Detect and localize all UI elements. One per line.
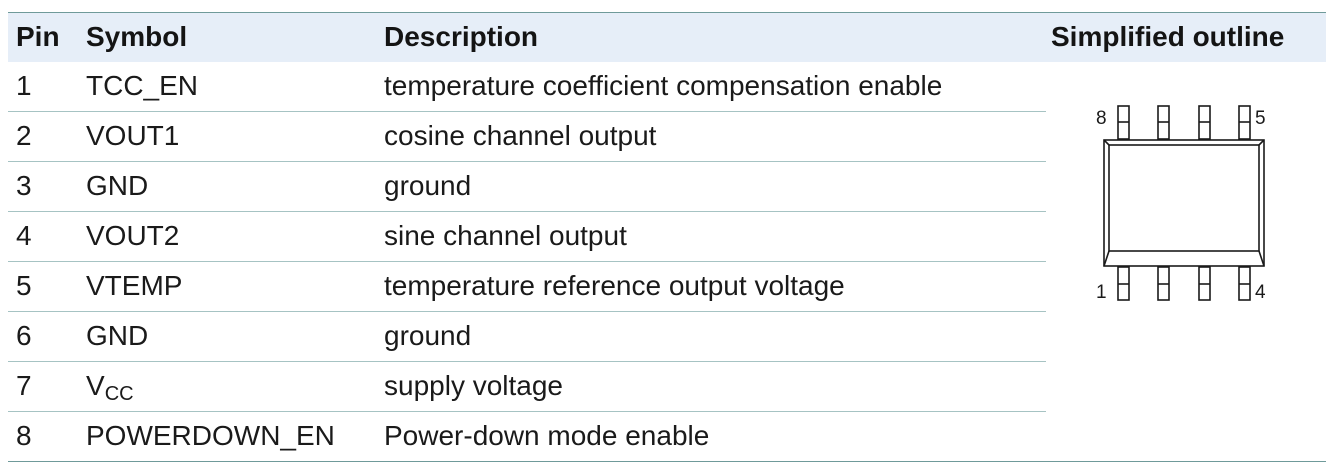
row-divider (8, 111, 1046, 112)
pin-description: temperature reference output voltage (384, 270, 845, 301)
pin-description: sine channel output (384, 220, 627, 251)
bottom-rule (8, 461, 1326, 462)
top-rule (8, 12, 1326, 13)
pin-number: 7 (16, 370, 32, 401)
pin-symbol: VCC (86, 369, 134, 405)
table-row: 2 VOUT1 cosine channel output (8, 112, 1046, 162)
pin-description: Power-down mode enable (384, 420, 710, 451)
pin-number: 6 (16, 320, 32, 351)
pin-symbol: POWERDOWN_EN (86, 420, 335, 451)
header-symbol: Symbol (86, 21, 188, 52)
row-divider (8, 361, 1046, 362)
pin-symbol: TCC_EN (86, 70, 199, 101)
symbol-base: V (86, 370, 105, 401)
symbol-subscript: CC (104, 383, 134, 405)
table-row: 8 POWERDOWN_EN Power-down mode enable (8, 412, 1046, 462)
pin-label-top-right: 5 (1255, 108, 1266, 129)
pin-number: 5 (16, 270, 32, 301)
package-outline-diagram: 8 5 1 4 (1096, 105, 1266, 303)
table-row: 6 GND ground (8, 312, 1046, 362)
pin-symbol: VOUT2 (86, 220, 180, 251)
pin-description: temperature coefficient compensation ena… (384, 70, 943, 101)
table-row: 7 VCC supply voltage (8, 362, 1046, 412)
pin-symbol: GND (86, 170, 149, 201)
header-outline: Simplified outline (1051, 21, 1285, 52)
package-body (1103, 139, 1265, 267)
pin-description: supply voltage (384, 370, 564, 401)
pin-label-bottom-left: 1 (1096, 282, 1107, 303)
table-row: 5 VTEMP temperature reference output vol… (8, 262, 1046, 312)
table-header (8, 13, 1326, 62)
pin-description: cosine channel output (384, 120, 657, 151)
table-row: 1 TCC_EN temperature coefficient compens… (8, 62, 1046, 112)
row-divider (8, 211, 1046, 212)
table-row: 3 GND ground (8, 162, 1046, 212)
header-pin: Pin (16, 21, 60, 52)
pin-number: 1 (16, 70, 32, 101)
table-row: 4 VOUT2 sine channel output (8, 212, 1046, 262)
pin-number: 3 (16, 170, 32, 201)
pin-description: ground (384, 320, 472, 351)
pin-number: 4 (16, 220, 32, 251)
row-divider (8, 311, 1046, 312)
row-divider (8, 261, 1046, 262)
pin-symbol: GND (86, 320, 149, 351)
header-description: Description (384, 21, 539, 52)
pin-label-bottom-right: 4 (1255, 282, 1266, 303)
pin-label-top-left: 8 (1096, 108, 1107, 129)
row-divider (8, 161, 1046, 162)
pin-symbol: VTEMP (86, 270, 183, 301)
pin-symbol: VOUT1 (86, 120, 180, 151)
row-divider (8, 411, 1046, 412)
pin-number: 8 (16, 420, 32, 451)
pin-description: ground (384, 170, 472, 201)
pin-number: 2 (16, 120, 32, 151)
